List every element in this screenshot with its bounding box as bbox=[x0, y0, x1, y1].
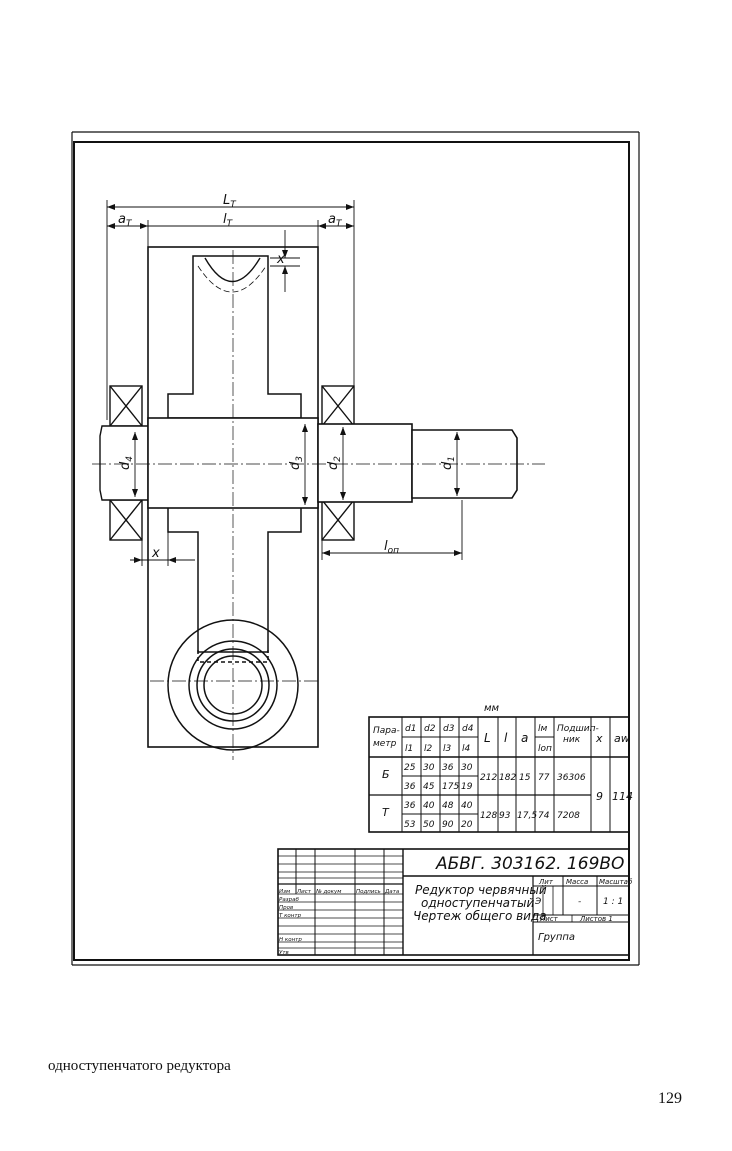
svg-text:Э: Э bbox=[534, 897, 542, 907]
svg-text:20: 20 bbox=[461, 820, 473, 830]
svg-text:175: 175 bbox=[442, 782, 459, 792]
parameter-table-text: Пара- метр d1 d2 d3 d4 l1 l2 l3 l4 L l a… bbox=[373, 724, 633, 830]
svg-text:l2: l2 bbox=[424, 744, 433, 754]
dim-x-bottom: x bbox=[151, 546, 160, 561]
title-block-grid bbox=[277, 848, 630, 956]
svg-text:lм: lм bbox=[538, 724, 548, 734]
svg-text:19: 19 bbox=[461, 782, 473, 792]
svg-text:d4: d4 bbox=[462, 724, 474, 734]
svg-text:182: 182 bbox=[499, 773, 516, 783]
svg-text:d1: d1 bbox=[405, 724, 416, 734]
svg-text:114: 114 bbox=[612, 790, 633, 803]
svg-text:L: L bbox=[484, 731, 491, 745]
svg-text:36: 36 bbox=[442, 763, 454, 773]
svg-text:40: 40 bbox=[423, 801, 435, 811]
svg-text:l3: l3 bbox=[443, 744, 452, 754]
svg-text:Н контр: Н контр bbox=[279, 937, 302, 943]
svg-text:36306: 36306 bbox=[557, 773, 586, 783]
dim-d4: d4 bbox=[118, 456, 135, 470]
svg-text:36: 36 bbox=[404, 782, 416, 792]
svg-text:d2: d2 bbox=[424, 724, 436, 734]
dimension-lines bbox=[106, 200, 463, 566]
svg-text:l4: l4 bbox=[462, 744, 471, 754]
svg-text:Масса: Масса bbox=[566, 878, 588, 886]
svg-text:48: 48 bbox=[442, 801, 454, 811]
svg-text:25: 25 bbox=[404, 763, 416, 773]
svg-text:15: 15 bbox=[519, 773, 531, 783]
dim-L-T: LT bbox=[223, 193, 237, 210]
svg-text:93: 93 bbox=[499, 811, 511, 821]
svg-text:l1: l1 bbox=[405, 744, 413, 754]
svg-text:Масштаб: Масштаб bbox=[599, 878, 633, 886]
svg-text:Листов 1: Листов 1 bbox=[579, 915, 613, 923]
svg-text:45: 45 bbox=[423, 782, 435, 792]
svg-text:Подшип-: Подшип- bbox=[557, 724, 599, 734]
svg-text:Редуктор червячный: Редуктор червячный bbox=[415, 883, 547, 897]
left-bearing bbox=[99, 385, 149, 541]
svg-text:aw: aw bbox=[614, 732, 630, 745]
svg-text:Т: Т bbox=[382, 806, 390, 819]
table-unit: мм bbox=[484, 703, 500, 714]
svg-text:212: 212 bbox=[480, 773, 497, 783]
svg-text:-: - bbox=[578, 897, 581, 907]
svg-text:a: a bbox=[521, 731, 528, 745]
worm-arc bbox=[204, 257, 261, 283]
svg-text:метр: метр bbox=[373, 739, 397, 749]
svg-text:Дата: Дата bbox=[384, 889, 400, 895]
svg-text:53: 53 bbox=[404, 820, 416, 830]
figure-caption: одноступенчатого редуктора bbox=[48, 1058, 231, 1074]
svg-text:77: 77 bbox=[538, 773, 550, 783]
svg-text:Лит: Лит bbox=[538, 878, 554, 886]
dim-x-top: x bbox=[276, 252, 285, 267]
svg-text:ник: ник bbox=[563, 735, 581, 745]
svg-text:Лист: Лист bbox=[296, 889, 312, 895]
svg-text:Б: Б bbox=[382, 768, 390, 781]
svg-text:Подпись: Подпись bbox=[356, 889, 381, 895]
svg-text:Пара-: Пара- bbox=[373, 726, 400, 736]
svg-text:lоп: lоп bbox=[538, 744, 552, 754]
sheet-frame bbox=[71, 131, 640, 966]
dim-d2: d2 bbox=[326, 456, 343, 470]
svg-text:30: 30 bbox=[461, 763, 473, 773]
dim-l-on: lоп bbox=[384, 539, 399, 556]
svg-text:Группа: Группа bbox=[538, 932, 575, 943]
parameter-table-grid bbox=[368, 716, 630, 833]
svg-text:40: 40 bbox=[461, 801, 473, 811]
wheel-column bbox=[167, 255, 302, 653]
svg-text:128: 128 bbox=[480, 811, 497, 821]
svg-text:7208: 7208 bbox=[557, 811, 580, 821]
title-block-text: АБВГ. 303162. 169ВО Редуктор червячный о… bbox=[279, 854, 633, 956]
svg-text:x: x bbox=[595, 732, 603, 745]
svg-text:17,5: 17,5 bbox=[517, 811, 537, 821]
svg-text:Изм: Изм bbox=[279, 889, 290, 895]
dim-l-T: lT bbox=[223, 212, 234, 229]
svg-text:74: 74 bbox=[538, 811, 550, 821]
svg-text:Лист: Лист bbox=[539, 915, 559, 923]
svg-text:Утв: Утв bbox=[279, 950, 289, 956]
svg-text:l: l bbox=[504, 731, 508, 745]
page-number: 129 bbox=[658, 1090, 682, 1107]
dim-d3: d3 bbox=[288, 456, 305, 470]
dim-d1: d1 bbox=[440, 456, 457, 470]
dim-a-T-left: aT bbox=[118, 212, 133, 229]
svg-text:Разраб: Разраб bbox=[279, 897, 299, 903]
arrowheads bbox=[107, 204, 462, 563]
center-lines bbox=[92, 250, 545, 760]
svg-text:Пров: Пров bbox=[279, 905, 293, 911]
svg-text:№ докум: № докум bbox=[315, 889, 341, 895]
svg-text:d3: d3 bbox=[443, 724, 455, 734]
wheel-hub bbox=[167, 619, 299, 751]
svg-text:Т контр: Т контр bbox=[279, 913, 302, 919]
svg-text:1 : 1: 1 : 1 bbox=[603, 897, 623, 907]
svg-text:36: 36 bbox=[404, 801, 416, 811]
svg-text:30: 30 bbox=[423, 763, 435, 773]
svg-text:9: 9 bbox=[596, 790, 603, 803]
dim-a-T-right: aT bbox=[328, 212, 343, 229]
svg-text:Чертеж общего вида: Чертеж общего вида bbox=[413, 909, 547, 923]
svg-text:90: 90 bbox=[442, 820, 454, 830]
svg-text:АБВГ. 303162. 169ВО: АБВГ. 303162. 169ВО bbox=[435, 854, 624, 874]
svg-text:одноступенчатый: одноступенчатый bbox=[421, 896, 534, 910]
svg-text:50: 50 bbox=[423, 820, 435, 830]
